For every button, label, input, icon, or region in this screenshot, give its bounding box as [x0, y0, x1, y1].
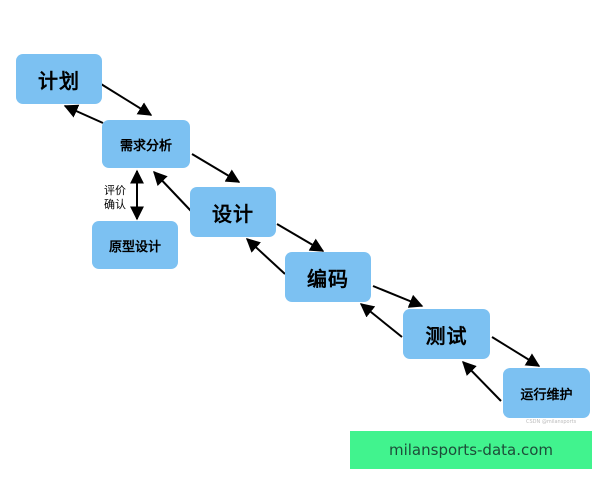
arrow-requirements-to-plan: [63, 104, 104, 124]
review-label: 评价 确认: [101, 184, 129, 212]
review-label-line2: 确认: [104, 198, 126, 211]
arrow-requirements-to-design: [191, 153, 241, 183]
node-testing: 测试: [403, 309, 490, 359]
node-prototype: 原型设计: [92, 221, 178, 269]
arrow-testing-to-coding: [359, 303, 403, 338]
arrow-coding-to-design: [245, 238, 286, 275]
watermark-text: CSDN @milansports: [526, 419, 577, 425]
arrow-design-to-coding: [276, 223, 325, 252]
site-banner: milansports-data.com: [350, 431, 592, 469]
arrow-maintenance-to-testing: [462, 360, 502, 402]
node-requirements: 需求分析: [102, 120, 190, 168]
arrow-coding-to-testing: [372, 285, 424, 308]
node-coding: 编码: [285, 252, 371, 302]
node-maintenance: 运行维护: [503, 368, 590, 418]
arrow-testing-to-maintenance: [491, 336, 541, 367]
review-label-line1: 评价: [104, 184, 126, 197]
node-design: 设计: [190, 187, 276, 237]
arrow-design-to-requirements: [153, 170, 192, 212]
node-plan: 计划: [16, 54, 102, 104]
arrow-plan-to-requirements: [100, 83, 153, 116]
